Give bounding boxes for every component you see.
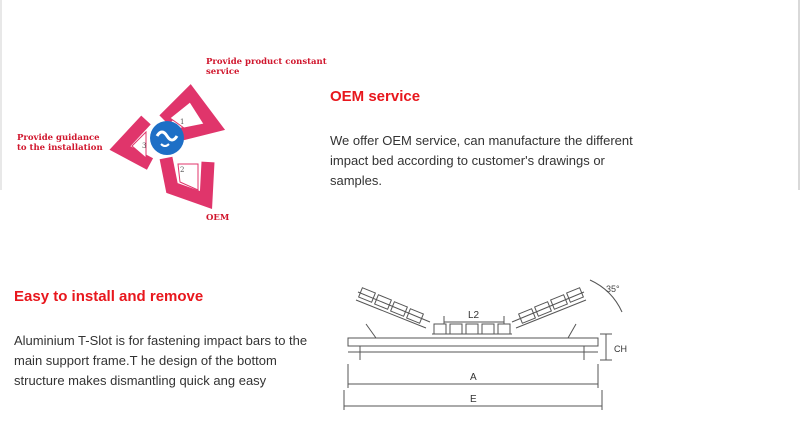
impact-bed-technical-drawing: 35° L2 CH A E <box>343 279 627 410</box>
step-2-number: 2 <box>180 166 184 174</box>
oem-desc-line-1: We offer OEM service, can manufacture th… <box>330 133 633 148</box>
easy-install-title: Easy to install and remove <box>14 288 204 305</box>
oem-desc-line-2: impact bed according to customer's drawi… <box>330 153 605 168</box>
petal-left <box>109 115 154 170</box>
label-installation-guidance: Provide guidance to the installation <box>17 133 103 153</box>
dim-e-label: E <box>470 394 477 405</box>
step-1-number: 1 <box>180 118 184 126</box>
dim-l2-label: L2 <box>468 310 480 321</box>
label-product-service: Provide product constant service <box>206 57 327 77</box>
install-desc-line-1: Aluminium T-Slot is for fastening impact… <box>14 333 308 348</box>
label-product-service-line2: service <box>206 67 240 77</box>
label-product-service-line1: Provide product constant <box>206 57 327 67</box>
install-desc-line-2: main support frame.T he design of the bo… <box>14 353 277 368</box>
dim-ch-label: CH <box>614 344 627 354</box>
oem-service-title: OEM service <box>330 88 421 105</box>
oem-desc-line-3: samples. <box>330 173 383 188</box>
easy-install-description: Aluminium T-Slot is for fastening impact… <box>14 331 307 391</box>
impact-bed-drawing: 35° L2 CH A E <box>336 272 636 416</box>
oem-service-description: We offer OEM service, can manufacture th… <box>330 131 633 191</box>
petal-top <box>159 84 226 141</box>
angle-label: 35° <box>606 284 620 294</box>
right-edge-shadow <box>798 0 800 190</box>
left-edge-shadow <box>0 0 2 190</box>
step-3-number: 3 <box>142 142 146 150</box>
label-installation-line1: Provide guidance <box>17 133 100 143</box>
petal-bottom <box>159 156 215 210</box>
dim-a-label: A <box>470 372 477 383</box>
label-installation-line2: to the installation <box>17 143 103 153</box>
label-oem: OEM <box>206 213 230 223</box>
oem-cycle-graphic: 1 2 3 <box>109 84 226 210</box>
oem-service-diagram: 1 2 3 Provide product constant service P… <box>0 40 330 240</box>
install-desc-line-3: structure makes dismantling quick ang ea… <box>14 373 267 388</box>
